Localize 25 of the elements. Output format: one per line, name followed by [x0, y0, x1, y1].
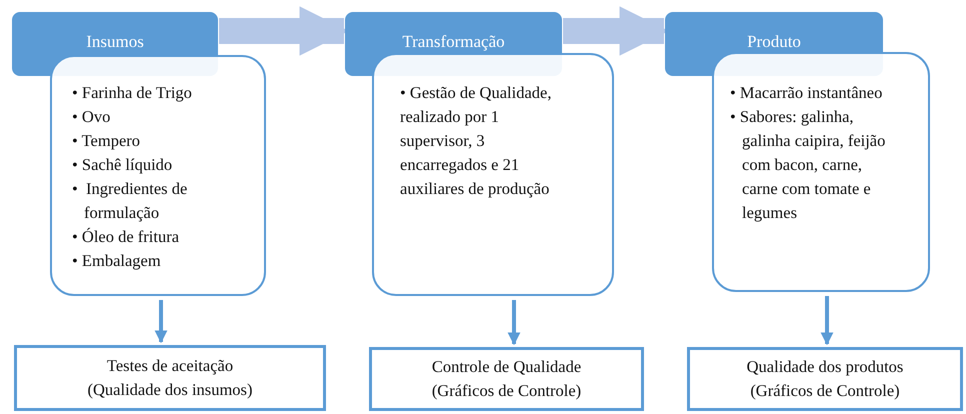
arrow: [820, 296, 834, 346]
list-item: • Sachê líquido: [72, 154, 174, 176]
result-text: Qualidade dos produtos (Gráficos de Controle): [746, 356, 904, 402]
list-item: • Gestão de Qualidade, realizado por 1 supervisor, 3 encarregados e 21 auxiliares de produção: [400, 82, 552, 200]
stage-title: Produto: [746, 32, 802, 52]
result-box: [369, 347, 644, 411]
list-item: • Macarrão instantâneo: [730, 82, 884, 104]
stage-title: Transformação: [401, 32, 506, 52]
list-item: • Tempero: [72, 130, 142, 152]
result-box: [14, 345, 326, 411]
result-text: Testes de aceitação (Qualidade dos insumos): [86, 355, 254, 401]
list-item: • Óleo de fritura: [72, 226, 180, 248]
arrow: [154, 300, 168, 344]
result-box: [687, 347, 963, 411]
list-item: • Farinha de Trigo: [72, 82, 193, 104]
arrow: [508, 300, 520, 346]
list-item: • Embalagem: [72, 250, 162, 272]
content-box: [372, 53, 614, 296]
result-text: Controle de Qualidade (Gráficos de Controle): [430, 356, 582, 402]
list-item: • Ingredientes de formulação: [72, 178, 188, 224]
content-box: [50, 55, 266, 296]
list-item: • Sabores: galinha, galinha caipira, feijão com bacon, carne, carne com tomate e legumes: [730, 106, 886, 224]
stage-title: Insumos: [85, 32, 145, 52]
list-item: • Ovo: [72, 106, 112, 128]
content-box: [712, 52, 930, 292]
